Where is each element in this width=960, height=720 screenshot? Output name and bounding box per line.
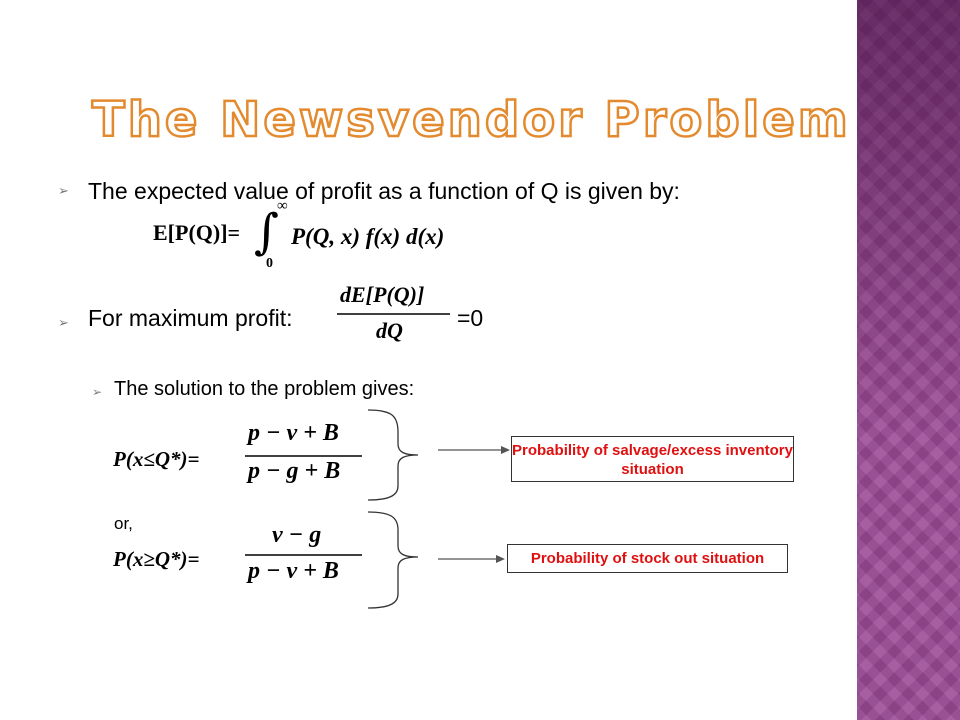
bullet-text-expected-value: The expected value of profit as a functi… bbox=[88, 178, 680, 204]
stockout-probability-box: Probability of stock out situation bbox=[507, 544, 788, 573]
right-brace-2 bbox=[367, 511, 419, 609]
eq4-lhs: P(x≥Q*)= bbox=[113, 547, 200, 571]
eq2-denominator: dQ bbox=[376, 318, 403, 343]
eq3-lhs: P(x≤Q*)= bbox=[113, 447, 200, 471]
bullet-arrow-icon: ➢ bbox=[58, 315, 69, 330]
sub-bullet-text-solution: The solution to the problem gives: bbox=[114, 378, 415, 400]
arrow-head-2 bbox=[496, 555, 505, 563]
eq1-lower-limit: 0 bbox=[266, 256, 273, 271]
eq1-upper-limit: ∞ bbox=[277, 198, 288, 214]
decorative-sidebar bbox=[857, 0, 960, 720]
integral-sign: ∫ bbox=[254, 204, 280, 260]
bullet-arrow-icon: ➢ bbox=[58, 183, 69, 198]
right-brace-1 bbox=[367, 409, 419, 501]
or-label: or, bbox=[114, 514, 133, 533]
bullet-text-max-profit: For maximum profit: bbox=[88, 305, 293, 331]
arrow-head-1 bbox=[501, 446, 510, 454]
salvage-probability-box: Probability of salvage/excess inventory … bbox=[511, 436, 794, 482]
eq3-denominator: p − g + B bbox=[248, 458, 341, 484]
eq4-numerator: v − g bbox=[272, 522, 322, 548]
eq3-numerator: p − v + B bbox=[248, 420, 339, 446]
eq1-lhs: E[P(Q)]= bbox=[153, 220, 241, 245]
eq2-numerator: dE[P(Q)] bbox=[340, 282, 425, 307]
slide-title: The Newsvendor Problem bbox=[91, 91, 851, 150]
eq2-rhs: =0 bbox=[457, 305, 484, 331]
sub-bullet-arrow-icon: ➢ bbox=[92, 385, 103, 399]
eq4-denominator: p − v + B bbox=[248, 558, 339, 584]
eq1-integrand: P(Q, x) f(x) d(x) bbox=[291, 224, 445, 249]
